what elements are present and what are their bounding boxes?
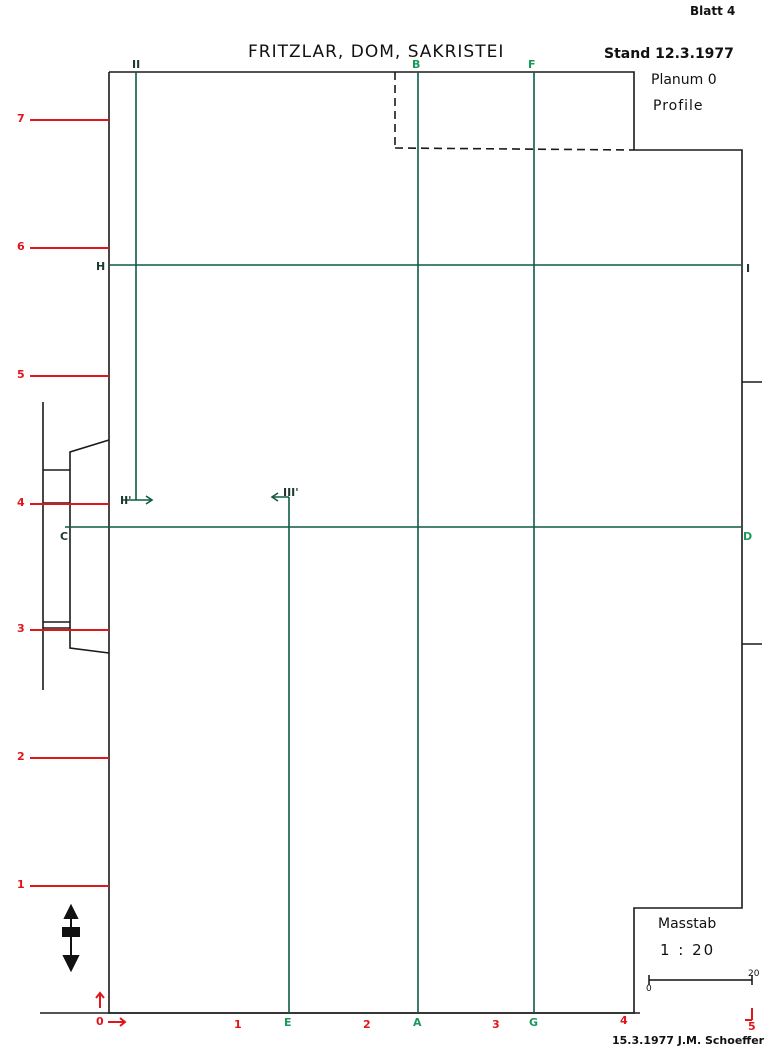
grid-label-y1: 1 (17, 878, 25, 891)
grid-label-x3: 3 (492, 1018, 500, 1031)
profile-label-c: C (60, 530, 69, 543)
sheet-number: Blatt 4 (690, 4, 736, 18)
profile-label-iii-prime: III' (283, 486, 299, 499)
scale-bar (648, 975, 753, 985)
profile-label-h: H (96, 260, 106, 273)
profile-label-e: E (284, 1016, 292, 1029)
profile-label: Profile (653, 98, 704, 114)
grid-ticks (30, 119, 753, 1027)
date-stand: Stand 12.3.1977 (604, 46, 734, 62)
grid-label-y7: 7 (17, 112, 25, 125)
grid-label-y2: 2 (17, 750, 25, 763)
profile-label-f: F (528, 58, 536, 71)
grid-label-x4: 4 (620, 1014, 628, 1027)
profile-label-b: B (412, 58, 421, 71)
grid-label-y4: 4 (17, 496, 25, 509)
scale-label: Masstab (658, 916, 717, 932)
grid-label-x2: 2 (363, 1018, 371, 1031)
grid-label-y3: 3 (17, 622, 25, 635)
profile-label-ii-prime: II' (120, 494, 132, 507)
room-outline (40, 71, 762, 1014)
north-arrow-icon (62, 903, 80, 973)
grid-label-x5: 5 (748, 1020, 756, 1033)
profile-label-a: A (413, 1016, 422, 1029)
profile-label-ii: II (132, 58, 141, 71)
grid-label-x1: 1 (234, 1018, 242, 1031)
footer-signature: 15.3.1977 J.M. Schoeffer (612, 1034, 765, 1047)
profile-label-d: D (743, 530, 753, 543)
scale-bar-end: 20 (748, 969, 760, 979)
profile-label-g: G (529, 1016, 539, 1029)
planum-label: Planum 0 (651, 72, 717, 88)
scale-bar-start: 0 (646, 984, 652, 994)
scale-ratio: 1 : 20 (660, 941, 716, 959)
grid-label-y5: 5 (17, 368, 25, 381)
profile-label-i: I (746, 262, 751, 275)
grid-label-y6: 6 (17, 240, 25, 253)
profile-lines (65, 72, 742, 1013)
grid-label-origin: 0 (96, 1015, 104, 1028)
plan-title: FRITZLAR, DOM, SAKRISTEI (248, 42, 505, 62)
